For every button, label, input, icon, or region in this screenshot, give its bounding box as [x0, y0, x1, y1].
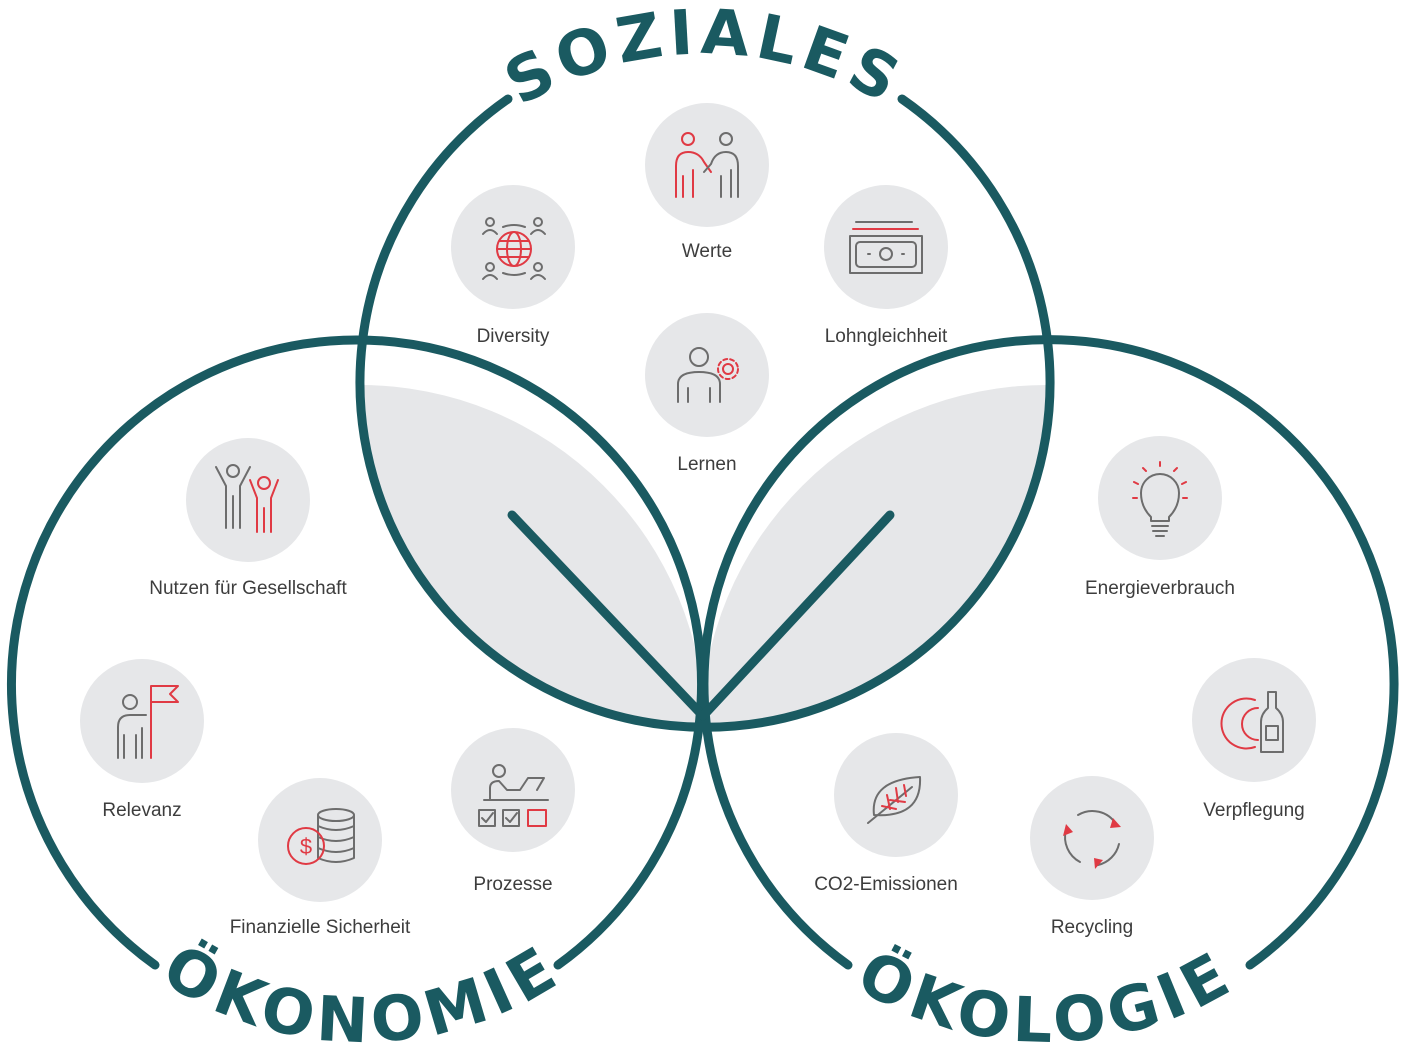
item-prozesse: Prozesse	[451, 728, 575, 895]
item-label: Nutzen für Gesellschaft	[149, 578, 347, 599]
item-label: Verpflegung	[1203, 800, 1304, 821]
icon-bg	[186, 438, 310, 562]
icon-bg	[1192, 658, 1316, 782]
coins-icon: $	[287, 808, 355, 865]
title-soziales: SOZIALES	[493, 0, 916, 119]
person-flag-icon	[117, 685, 179, 759]
item-energie: Energieverbrauch	[1085, 436, 1235, 599]
item-co2: CO2-Emissionen	[814, 733, 958, 895]
arrow-head	[1063, 824, 1073, 836]
item-recycling: Recycling	[1030, 776, 1154, 938]
recycle-icon	[1063, 810, 1121, 869]
item-label: Recycling	[1051, 917, 1133, 938]
person-gear-icon	[677, 347, 739, 403]
ring-oekonomie	[7, 335, 706, 970]
item-label: Lernen	[677, 454, 736, 475]
ring-oekologie	[699, 335, 1399, 970]
banknote-icon	[849, 221, 923, 274]
item-label: Finanzielle Sicherheit	[230, 917, 411, 938]
item-label: Relevanz	[102, 800, 181, 821]
item-relevanz: Relevanz	[80, 659, 204, 821]
item-werte: Werte	[645, 103, 769, 262]
bottle-icon	[1220, 691, 1284, 753]
item-verpflegung: Verpflegung	[1192, 658, 1316, 821]
item-label: CO2-Emissionen	[814, 874, 958, 895]
item-label: Energieverbrauch	[1085, 578, 1235, 599]
item-diversity: Diversity	[451, 185, 575, 347]
globe-people-icon	[482, 217, 546, 280]
icon-bg	[451, 185, 575, 309]
item-nutzen: Nutzen für Gesellschaft	[149, 438, 347, 599]
icon-bg	[1098, 436, 1222, 560]
icon-bg	[80, 659, 204, 783]
leaf-icon	[867, 776, 922, 824]
title-oekologie: ÖKOLOGIE	[846, 936, 1245, 1058]
item-lernen: Lernen	[645, 313, 769, 475]
item-label: Prozesse	[473, 874, 552, 895]
icon-bg	[1030, 776, 1154, 900]
item-label: Diversity	[477, 326, 550, 347]
item-label: Lohngleichheit	[825, 326, 948, 347]
checklist-desk-icon	[478, 764, 549, 827]
icon-bg	[258, 778, 382, 902]
leaf-vein-left	[507, 510, 708, 721]
item-label: Werte	[682, 241, 732, 262]
dollar-glyph: $	[300, 834, 312, 859]
leaf-vein-right	[698, 510, 895, 721]
item-finanzielle: $ Finanzielle Sicherheit	[230, 778, 411, 938]
cheering-people-icon	[215, 464, 279, 533]
handshake-icon	[675, 132, 739, 198]
icon-bg	[645, 313, 769, 437]
arrow-head	[1094, 858, 1103, 869]
lightbulb-icon	[1132, 461, 1188, 537]
item-lohngleichheit: Lohngleichheit	[824, 185, 948, 347]
title-oekonomie: ÖKONOMIE	[151, 930, 572, 1058]
arrow-head	[1110, 818, 1121, 828]
